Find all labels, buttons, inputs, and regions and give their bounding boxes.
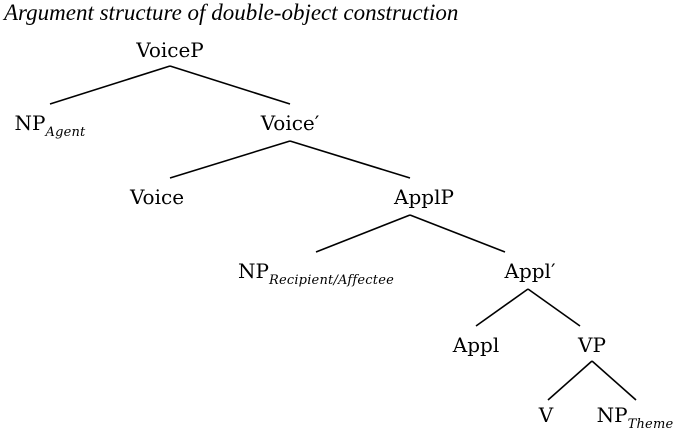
node-appl: Appl <box>453 333 499 357</box>
edge-voicep-np-agent <box>49 65 171 105</box>
node-appl-bar-label: Appl′ <box>504 259 556 283</box>
edge-voice-bar-applp <box>289 140 411 179</box>
node-np-recipient-subscript: Recipient/Affectee <box>268 273 395 288</box>
edge-appl-bar-vp <box>527 288 581 327</box>
node-voicep: VoiceP <box>136 38 204 62</box>
node-np-theme-subscript: Theme <box>627 417 674 432</box>
node-np-recipient: NPRecipient/Affectee <box>238 259 394 293</box>
node-np-agent-label: NP <box>14 111 46 135</box>
edge-vp-v <box>547 360 593 401</box>
edge-vp-np-theme <box>591 360 637 401</box>
node-np-theme: NPTheme <box>597 403 674 437</box>
node-v-label: V <box>538 403 554 427</box>
node-voice: Voice <box>130 185 184 209</box>
node-voice-label: Voice <box>129 185 185 209</box>
edge-applp-np-recipient <box>315 214 411 253</box>
node-applp: ApplP <box>394 185 454 209</box>
diagram-title: Argument structure of double-object cons… <box>4 0 459 25</box>
edge-voicep-voice-bar <box>169 65 291 105</box>
node-np-agent-subscript: Agent <box>45 125 86 140</box>
edge-appl-bar-appl <box>475 288 529 327</box>
node-appl-bar: Appl′ <box>505 259 556 283</box>
node-vp-label: VP <box>578 333 606 357</box>
node-appl-label: Appl <box>452 333 500 357</box>
node-v: V <box>539 403 553 427</box>
node-np-recipient-label: NP <box>237 259 269 283</box>
node-voice-bar: Voice′ <box>261 111 320 135</box>
edge-voice-bar-voice <box>169 140 291 179</box>
node-np-theme-label: NP <box>596 403 628 427</box>
node-voicep-label: VoiceP <box>136 38 204 62</box>
node-voice-bar-label: Voice′ <box>260 111 320 135</box>
edge-applp-appl-bar <box>409 214 506 253</box>
node-np-agent: NPAgent <box>15 111 86 145</box>
node-applp-label: ApplP <box>394 185 454 209</box>
node-vp: VP <box>578 333 606 357</box>
